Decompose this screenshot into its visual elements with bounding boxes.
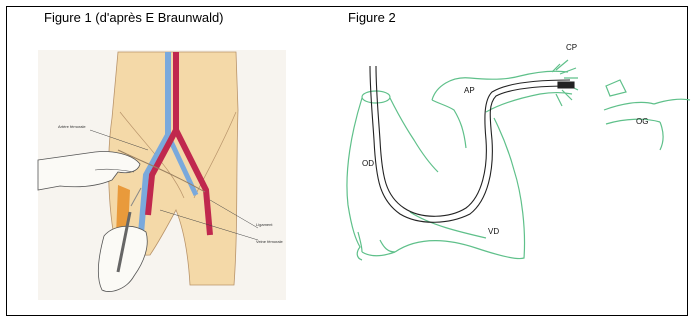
ap-upper xyxy=(432,71,568,100)
ap-lower xyxy=(486,93,572,113)
ivc xyxy=(358,232,395,252)
ap-left xyxy=(432,100,466,148)
od-right-wall xyxy=(390,98,438,172)
ivc-bottom xyxy=(362,252,395,256)
vein-label: Veine fémorale xyxy=(256,239,283,244)
vd-outline xyxy=(395,118,525,259)
og-upper-extend xyxy=(654,99,690,104)
figure-1-illustration: Artère fémorale Ligament Veine fémorale xyxy=(38,50,286,300)
vd-label: VD xyxy=(488,227,499,236)
og-upper xyxy=(604,102,654,110)
figure-2-illustration xyxy=(347,60,690,260)
og-vessel-1 xyxy=(606,80,626,96)
cp-label: CP xyxy=(566,43,577,52)
vd-septum xyxy=(410,212,486,238)
od-left-wall xyxy=(347,98,362,260)
og-tail xyxy=(660,122,663,150)
og-lower xyxy=(606,119,660,124)
svc-opening xyxy=(362,91,390,103)
od-label: OD xyxy=(362,159,374,168)
artery-label: Artère fémorale xyxy=(58,124,86,129)
ap-label: AP xyxy=(464,86,475,95)
og-label: OG xyxy=(636,117,648,126)
ligament-label: Ligament xyxy=(256,222,273,227)
catheter-tip xyxy=(558,82,574,88)
